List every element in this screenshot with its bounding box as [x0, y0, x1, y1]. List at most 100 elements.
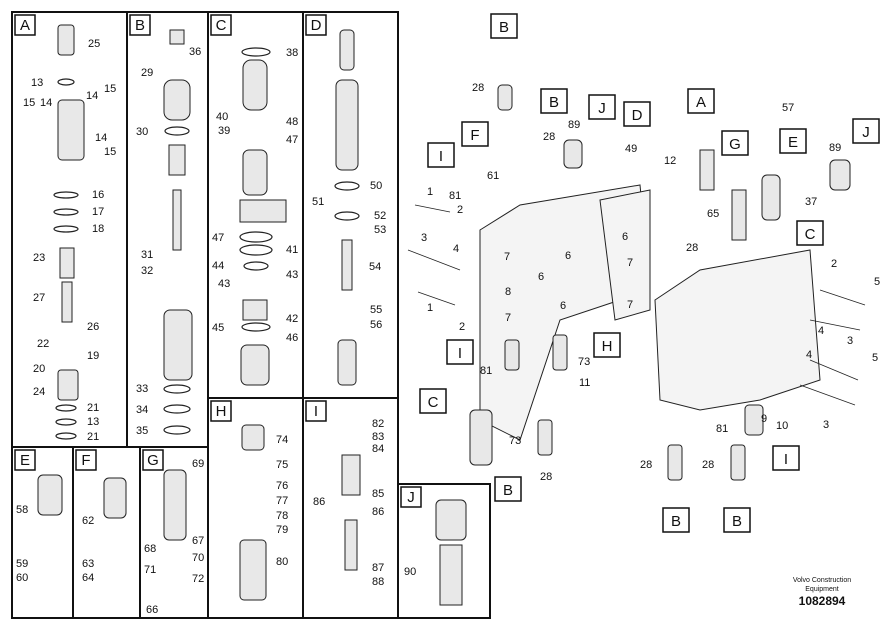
part-number-label: 13	[31, 77, 43, 89]
callout-i: I	[427, 142, 455, 168]
part-number-label: 13	[87, 416, 99, 428]
panel-letter-box	[305, 400, 327, 422]
assembly-part-number: 7	[627, 257, 633, 269]
panel-letter: A	[20, 17, 30, 34]
part-number-label: 64	[82, 572, 94, 584]
part-number-label: 79	[276, 524, 288, 536]
callout-j: J	[852, 118, 880, 144]
part-number-label: 85	[372, 488, 384, 500]
callout-i: I	[772, 445, 800, 471]
part-number-label: 26	[87, 321, 99, 333]
part-number-label: 30	[136, 126, 148, 138]
part-number-label: 69	[192, 458, 204, 470]
part-number-label: 86	[313, 496, 325, 508]
panel-j-header: J	[400, 486, 422, 508]
assembly-part-number: 28	[640, 459, 652, 471]
svg-text:B: B	[503, 482, 513, 499]
part-number-label: 86	[372, 506, 384, 518]
part-number-label: 63	[82, 558, 94, 570]
part-number-label: 76	[276, 480, 288, 492]
assembly-part-number: 3	[847, 335, 853, 347]
panel-letter: I	[314, 403, 318, 420]
svg-text:B: B	[499, 19, 509, 36]
assembly-part-number: 5	[872, 352, 878, 364]
part-number-label: 33	[136, 383, 148, 395]
part-number-label: 71	[144, 564, 156, 576]
svg-text:B: B	[732, 513, 742, 530]
assembly-part-number: 11	[579, 377, 590, 389]
part-number-label: 38	[286, 47, 298, 59]
part-number-label: 48	[286, 116, 298, 128]
part-number-label: 62	[82, 515, 94, 527]
part-number-label: 66	[146, 604, 158, 616]
part-number-label: 36	[189, 46, 201, 58]
brand-line-2: Equipment	[805, 586, 839, 593]
callout-a: A	[687, 88, 715, 114]
callout-b: B	[494, 476, 522, 502]
svg-text:C: C	[805, 226, 816, 243]
panel-b-header: B	[129, 14, 151, 36]
panel-h-header: H	[210, 400, 232, 422]
callout-h: H	[593, 332, 621, 358]
part-number-label: 43	[286, 269, 298, 281]
part-number-label: 53	[374, 224, 386, 236]
assembly-part-number: 81	[716, 423, 728, 435]
assembly-part-number: 6	[622, 231, 628, 243]
part-number-label: 52	[374, 210, 386, 222]
assembly-part-number: 49	[625, 143, 637, 155]
part-number-label: 34	[136, 404, 148, 416]
assembly-part-number: 81	[449, 190, 461, 202]
panel-letter-box	[14, 14, 36, 36]
control-valve-block-right	[654, 249, 821, 411]
assembly-part-number: 28	[540, 471, 552, 483]
part-number-label: 55	[370, 304, 382, 316]
part-number-label: 77	[276, 495, 288, 507]
control-valve-block-left	[479, 184, 651, 441]
part-number-label: 41	[286, 244, 298, 256]
part-number-label: 21	[87, 402, 99, 414]
part-number-label: 40	[216, 111, 228, 123]
callout-parts	[407, 84, 866, 481]
assembly-part-number: 65	[707, 208, 719, 220]
assembly-part-number: 89	[829, 142, 841, 154]
assembly-part-number: 2	[831, 258, 837, 270]
assembly-part-number: 3	[421, 232, 427, 244]
assembly-part-number: 81	[480, 365, 492, 377]
svg-text:I: I	[458, 345, 462, 362]
assembly-part-number: 6	[565, 250, 571, 262]
part-number-label: 29	[141, 67, 153, 79]
assembly-part-number: 7	[505, 312, 511, 324]
svg-text:D: D	[632, 107, 643, 124]
panel-parts	[37, 24, 467, 606]
drawing-number: 1082894	[799, 594, 846, 608]
assembly-part-number: 37	[805, 196, 817, 208]
panel-letter-box	[142, 449, 164, 471]
part-number-label: 32	[141, 265, 153, 277]
assembly-part-number: 1	[427, 302, 433, 314]
assembly-part-number: 4	[818, 325, 824, 337]
part-number-label: 46	[286, 332, 298, 344]
part-number-label: 15	[104, 146, 116, 158]
callout-b: B	[490, 13, 518, 39]
panel-letter: C	[216, 17, 227, 34]
part-number-label: 45	[212, 322, 224, 334]
assembly-part-number: 28	[472, 82, 484, 94]
assembly-part-number: 61	[487, 170, 499, 182]
part-number-label: 80	[276, 556, 288, 568]
panel-letter-box	[129, 14, 151, 36]
svg-text:I: I	[439, 148, 443, 165]
panel-d-header: D	[305, 14, 327, 36]
assembly-part-number: 89	[568, 119, 580, 131]
panel-letter-box	[14, 449, 36, 471]
svg-text:J: J	[598, 100, 606, 117]
panel-a-header: A	[14, 14, 36, 36]
part-number-label: 17	[92, 206, 104, 218]
part-number-label: 15	[23, 97, 35, 109]
part-number-label: 67	[192, 535, 204, 547]
part-number-label: 83	[372, 431, 384, 443]
part-number-label: 21	[87, 431, 99, 443]
panel-letter: G	[147, 452, 159, 469]
svg-text:A: A	[696, 94, 706, 111]
part-number-label: 25	[88, 38, 100, 50]
callout-c: C	[796, 220, 824, 246]
